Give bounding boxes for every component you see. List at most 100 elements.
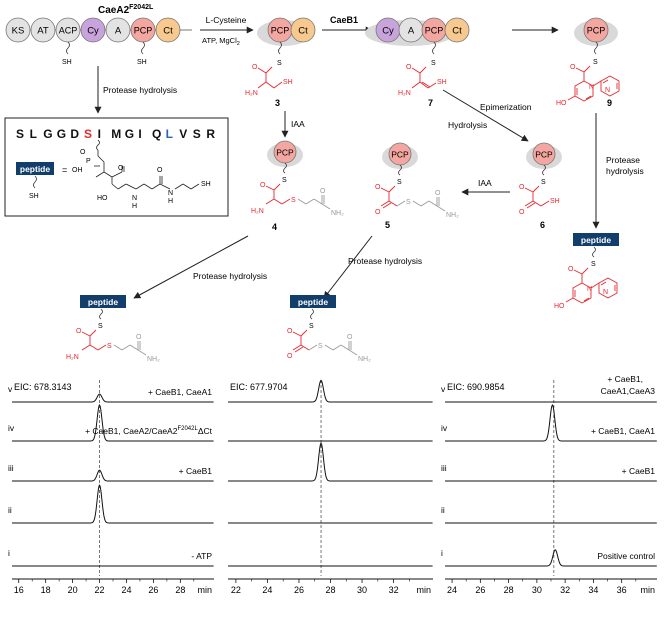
svg-text:O: O bbox=[406, 64, 412, 71]
trace-roman: iii bbox=[8, 463, 14, 473]
svg-text:O: O bbox=[375, 184, 381, 191]
svg-text:PCP: PCP bbox=[276, 148, 294, 158]
arrow-cysteine: L-Cysteine ATP, MgCl2 bbox=[200, 15, 254, 47]
trace-line bbox=[12, 403, 214, 442]
svg-text:A: A bbox=[408, 26, 415, 37]
svg-text:SH: SH bbox=[283, 79, 293, 86]
trace-label: Positive control bbox=[597, 551, 655, 561]
svg-text:S: S bbox=[541, 179, 546, 186]
x-tick-label: 24 bbox=[262, 585, 272, 595]
svg-text:O: O bbox=[80, 149, 86, 156]
x-tick-label: 28 bbox=[504, 585, 514, 595]
x-unit: min bbox=[197, 585, 212, 595]
trace-label: + CaeB1, CaeA2/CaeA2F2042LΔCt bbox=[85, 426, 213, 436]
svg-text:O: O bbox=[118, 165, 124, 172]
svg-text:S: S bbox=[291, 197, 296, 204]
x-tick-label: 22 bbox=[95, 585, 105, 595]
svg-text:HO: HO bbox=[554, 303, 565, 310]
x-tick-label: 24 bbox=[121, 585, 131, 595]
compound-5: PCP S O O S O NH₂ 5 bbox=[375, 142, 459, 230]
x-tick-label: 30 bbox=[532, 585, 542, 595]
svg-text:S: S bbox=[277, 60, 282, 67]
svg-text:S: S bbox=[397, 179, 402, 186]
svg-text:PCP: PCP bbox=[134, 26, 153, 36]
eic-label: EIC: 677.9704 bbox=[230, 382, 288, 392]
x-tick-label: 28 bbox=[325, 585, 335, 595]
svg-text:SH: SH bbox=[437, 79, 447, 86]
eic-label: EIC: 678.3143 bbox=[14, 382, 72, 392]
domain-acp: ACP bbox=[55, 17, 81, 43]
svg-text:6: 6 bbox=[540, 220, 545, 230]
sequence-letter: G bbox=[43, 127, 52, 141]
svg-text:H₂N: H₂N bbox=[245, 90, 258, 97]
svg-text:O: O bbox=[260, 182, 266, 189]
trace-roman: v bbox=[8, 384, 13, 394]
svg-text:H₂N: H₂N bbox=[251, 208, 264, 215]
svg-text:KS: KS bbox=[12, 26, 25, 37]
svg-text:S: S bbox=[282, 177, 287, 184]
trace-line bbox=[12, 393, 214, 403]
trace-roman: ii bbox=[8, 505, 12, 515]
domain-a: A bbox=[105, 17, 131, 43]
sequence-letter: L bbox=[30, 127, 37, 141]
x-tick-label: 26 bbox=[475, 585, 485, 595]
svg-text:PCP: PCP bbox=[271, 26, 290, 36]
svg-text:S: S bbox=[591, 261, 596, 268]
arrow-protease-module: Protease hydrolysis bbox=[94, 66, 177, 114]
compound-7: Cy A PCP Ct S O H₂N SH 7 bbox=[365, 17, 470, 108]
svg-text:IAA: IAA bbox=[291, 119, 305, 129]
svg-text:7: 7 bbox=[428, 98, 433, 108]
trace-label: + CaeB1, bbox=[607, 374, 643, 384]
compound-4: PCP S O H₂N S O NH₂ 4 bbox=[251, 140, 344, 232]
svg-text:3: 3 bbox=[275, 98, 280, 108]
x-unit: min bbox=[640, 585, 655, 595]
svg-text:HO: HO bbox=[556, 100, 567, 107]
trace-line bbox=[12, 469, 214, 482]
svg-text:5: 5 bbox=[385, 220, 390, 230]
svg-text:O: O bbox=[568, 266, 574, 273]
svg-text:L-Cysteine: L-Cysteine bbox=[206, 15, 247, 25]
svg-text:S: S bbox=[431, 60, 436, 67]
svg-text:N: N bbox=[587, 286, 592, 293]
svg-text:Ct: Ct bbox=[163, 26, 173, 37]
arrow-protease-9: Protease hydrolysis bbox=[592, 113, 644, 229]
svg-text:OH: OH bbox=[72, 167, 83, 174]
svg-text:Protease hydrolysis: Protease hydrolysis bbox=[103, 85, 177, 95]
conditions: ATP, MgCl2 bbox=[202, 36, 240, 47]
svg-text:N: N bbox=[605, 87, 610, 94]
svg-text:Ct: Ct bbox=[298, 26, 308, 37]
svg-text:H: H bbox=[132, 203, 137, 210]
x-tick-label: 28 bbox=[175, 585, 185, 595]
caea2-module: CaeA2F2042L KS AT ACP Cy A PCP Ct SH SH bbox=[5, 4, 192, 66]
x-tick-label: 32 bbox=[389, 585, 399, 595]
svg-text:N: N bbox=[589, 84, 594, 91]
trace-label: - ATP bbox=[191, 551, 212, 561]
svg-text:4: 4 bbox=[272, 222, 277, 232]
svg-text:H₂N: H₂N bbox=[66, 354, 79, 361]
eic-label: EIC: 690.9854 bbox=[447, 382, 505, 392]
x-unit: min bbox=[416, 585, 431, 595]
trace-label: + CaeB1, CaeA1 bbox=[148, 387, 212, 397]
trace-label: + CaeB1 bbox=[622, 466, 656, 476]
trace-label: + CaeB1 bbox=[179, 466, 213, 476]
sequence-letter: M bbox=[111, 127, 121, 141]
trace-roman: v bbox=[441, 384, 446, 394]
compound-3: PCP Ct S O H₂N SH 3 bbox=[245, 17, 316, 108]
svg-text:NH₂: NH₂ bbox=[446, 212, 459, 219]
svg-text:O: O bbox=[157, 167, 163, 174]
svg-text:hydrolysis: hydrolysis bbox=[606, 166, 644, 176]
sequence-letter: G bbox=[125, 127, 134, 141]
svg-text:O: O bbox=[320, 188, 326, 195]
x-tick-label: 34 bbox=[588, 585, 598, 595]
product-peptide-9: peptide S O N N HO bbox=[554, 233, 619, 310]
svg-text:NH₂: NH₂ bbox=[147, 356, 160, 363]
svg-text:H₂N: H₂N bbox=[398, 90, 411, 97]
svg-text:O: O bbox=[519, 184, 525, 191]
